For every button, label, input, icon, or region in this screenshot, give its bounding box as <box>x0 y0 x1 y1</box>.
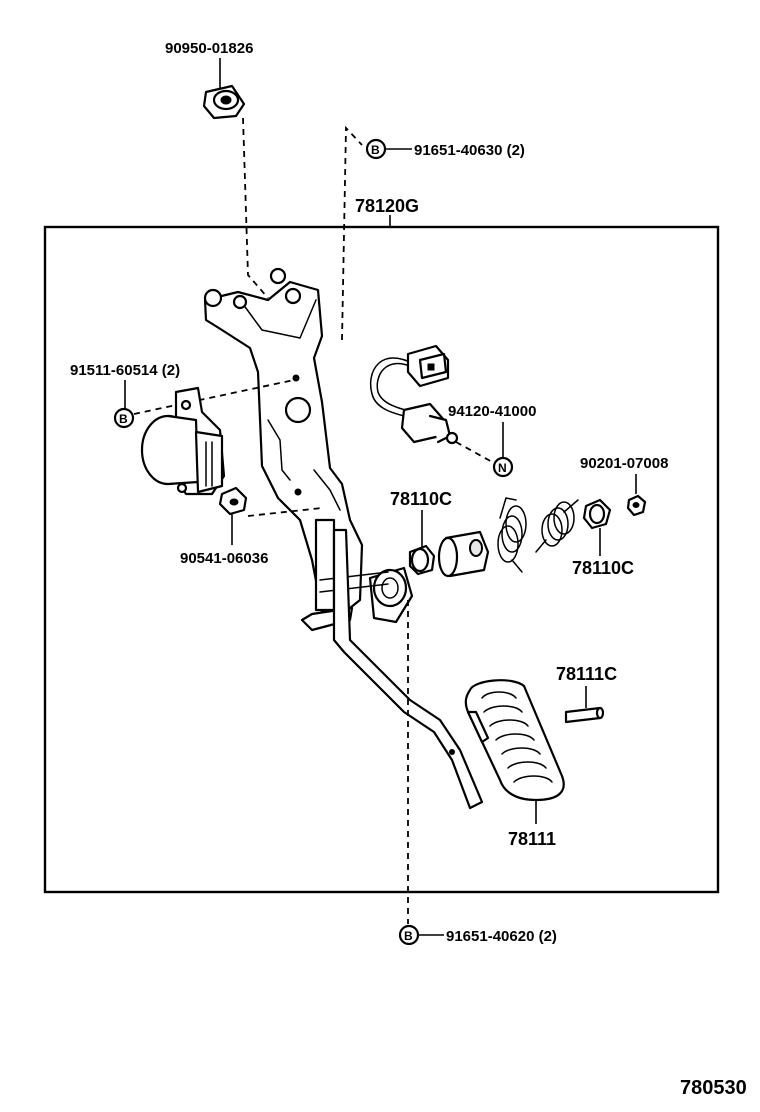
marker-b-bottom-label: B <box>404 929 413 943</box>
bush-left-icon <box>408 544 436 576</box>
pedal-arm-icon <box>332 528 484 810</box>
pin-icon <box>564 706 605 724</box>
wire-harness-icon <box>370 344 459 445</box>
diagram-id: 780530 <box>680 1077 747 1099</box>
dash-bolt-top <box>341 125 363 341</box>
assembly-frame <box>43 225 720 894</box>
dash-bolt-left <box>133 379 295 415</box>
marker-n-label: N <box>498 461 507 475</box>
pedal-sensor-icon <box>140 386 226 496</box>
marker-b-left-label: B <box>119 412 128 426</box>
pedal-boss-icon <box>437 530 490 578</box>
marker-b-left <box>113 407 135 429</box>
assembly-label: 78120G <box>355 196 419 216</box>
nut-small-icon <box>626 494 647 517</box>
bush-right-icon <box>582 498 612 530</box>
spring-right-icon <box>535 499 579 553</box>
label-bolt-bottom: 91651-40620 (2) <box>446 928 557 945</box>
label-bolt-left: 91511-60514 (2) <box>70 362 180 379</box>
label-pad: 78111 <box>508 829 556 849</box>
dash-nut-sensor <box>247 507 323 517</box>
nut-sensor-icon <box>218 486 248 516</box>
label-bush-left: 78110C <box>390 489 452 509</box>
label-nut-small: 90201-07008 <box>580 455 668 472</box>
bushing-top-icon <box>202 84 246 120</box>
label-nut-sensor: 90541-06036 <box>180 550 268 567</box>
dash-harness <box>455 441 495 464</box>
pedal-bracket-icon <box>203 267 414 632</box>
pedal-arm-hole <box>449 749 455 755</box>
spring-left-icon <box>497 497 527 573</box>
pedal-pad-icon <box>464 679 565 802</box>
label-bush-right: 78110C <box>572 558 634 578</box>
label-pin: 78111C <box>556 664 617 684</box>
marker-b-top-label: B <box>371 143 380 157</box>
label-bushing-top: 90950-01826 <box>165 40 253 57</box>
label-bolt-top: 91651-40630 (2) <box>414 142 525 159</box>
dash-bushing-top <box>242 117 269 299</box>
label-harness: 94120-41000 <box>448 403 536 420</box>
